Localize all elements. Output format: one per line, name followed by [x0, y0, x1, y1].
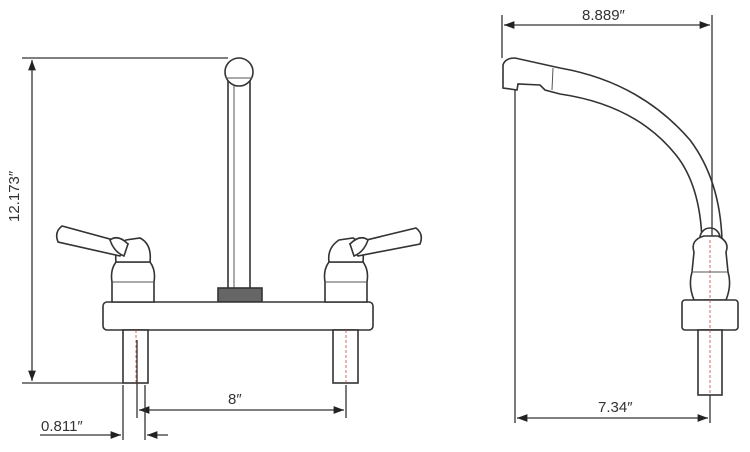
- side-view: [502, 57, 739, 396]
- spout-ball: [224, 57, 254, 87]
- base-plate: [102, 301, 374, 331]
- dimension-center-spacing: 8″: [136, 340, 347, 418]
- spout-tube: [227, 77, 251, 291]
- left-shank: [122, 329, 149, 384]
- left-handle: [55, 225, 156, 303]
- dimension-side-offset: 7.34″: [514, 90, 711, 423]
- front-view: [55, 57, 423, 384]
- dimension-shank: 0.811″: [40, 385, 168, 440]
- dimension-height: 12.173″: [6, 57, 228, 384]
- side-spout: [502, 57, 723, 241]
- height-label: 12.173″: [6, 170, 23, 222]
- shank-label: 0.811″: [41, 418, 83, 435]
- reach-label: 8.889″: [582, 7, 626, 24]
- dimension-reach: 8.889″: [501, 7, 713, 236]
- offset-label: 7.34″: [598, 399, 633, 416]
- right-handle: [323, 227, 423, 303]
- spacing-label: 8″: [228, 391, 242, 408]
- right-shank: [332, 329, 359, 384]
- spout-nut: [217, 287, 263, 303]
